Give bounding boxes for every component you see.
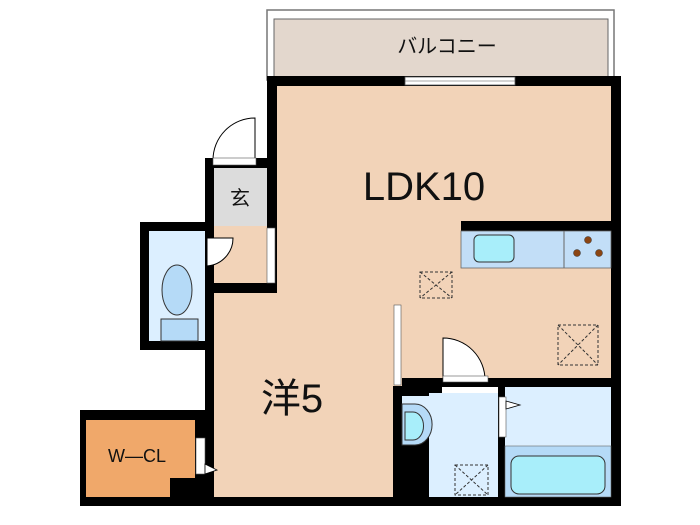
western-room: 洋5 — [195, 293, 393, 506]
vent-icon — [454, 464, 489, 496]
stove-icon — [573, 236, 603, 257]
wash-room — [401, 393, 498, 497]
toilet-icon — [161, 264, 193, 316]
sink-icon — [473, 234, 515, 263]
toilet-room — [149, 231, 205, 342]
balcony: バルコニー — [266, 9, 615, 81]
western-room-label: 洋5 — [261, 377, 323, 421]
balcony-label: バルコニー — [397, 36, 497, 58]
sliding-door-icon — [393, 304, 402, 386]
toilet-door-icon — [206, 237, 234, 267]
walk-in-closet-label: W—CL — [108, 446, 166, 466]
bathtub-icon — [510, 455, 606, 495]
door-icon — [442, 337, 489, 383]
entrance: 玄 — [205, 117, 276, 284]
bathroom — [498, 387, 612, 498]
entrance-door-icon — [212, 117, 256, 161]
ldk-label: LDK10 — [363, 165, 485, 209]
walk-in-closet: W—CL — [80, 420, 621, 506]
vent-icon — [419, 271, 599, 366]
entrance-label: 玄 — [230, 187, 250, 210]
